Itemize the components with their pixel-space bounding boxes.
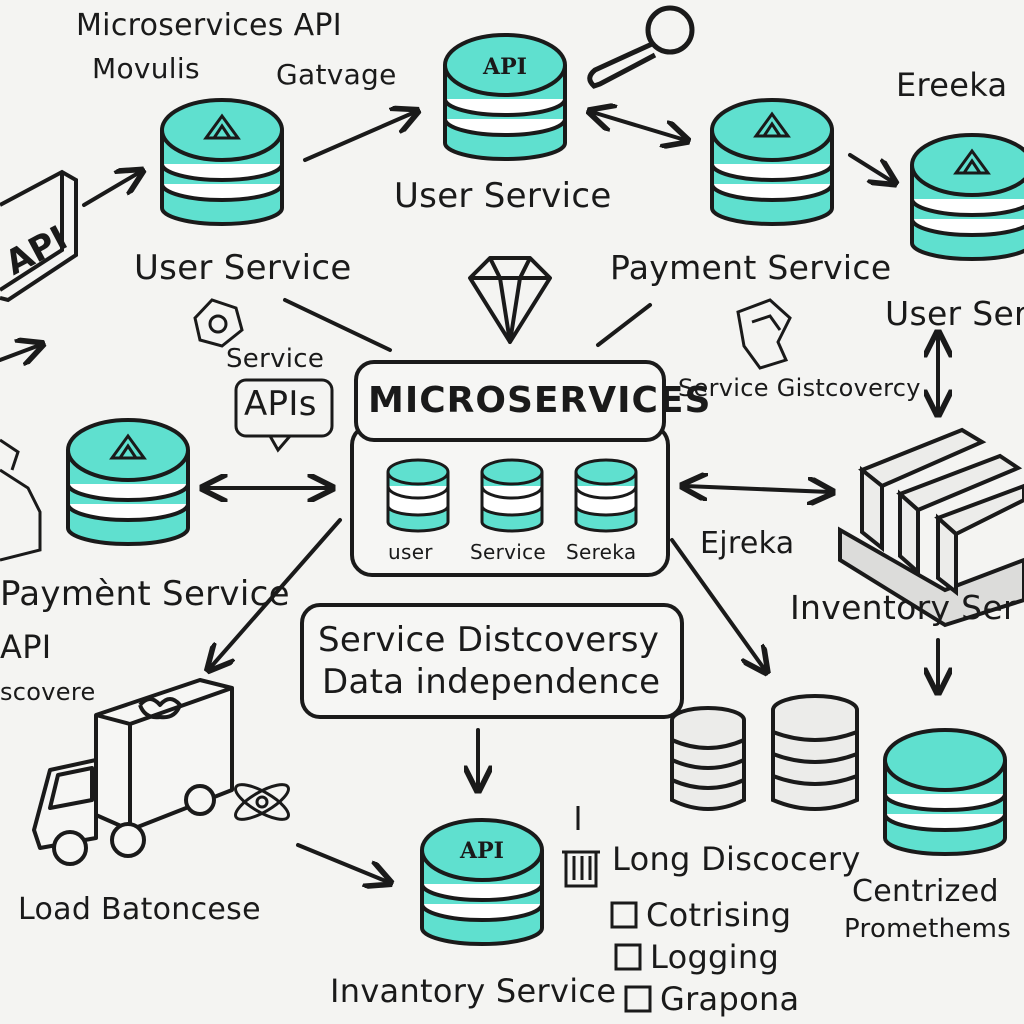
box-left-icon xyxy=(0,438,42,562)
top-title-line-1: Microservices API xyxy=(76,8,342,43)
db-payment-left xyxy=(66,418,190,546)
gateway-label: Gatvage xyxy=(276,58,397,91)
ereka-mid-label: Ejreka xyxy=(700,526,795,561)
checkbox-grapona[interactable] xyxy=(624,985,652,1013)
microservices-title-box xyxy=(354,360,666,442)
coin-stacks-icon xyxy=(670,694,859,811)
truck-icon xyxy=(32,678,234,866)
trash-icon xyxy=(562,806,600,888)
mini-label-user: user xyxy=(388,540,433,564)
db-centralized xyxy=(883,728,1007,856)
db-inventory-api-text: API xyxy=(459,838,504,864)
mini-label-sereka: Sereka xyxy=(566,540,637,564)
service-discovery-right-label: Service Gistcovercy xyxy=(678,374,921,402)
mini-label-service: Service xyxy=(470,540,547,564)
ereka-top-label: Ereeka xyxy=(896,66,1008,104)
checklist-item-logging: Logging xyxy=(650,938,780,976)
connectors xyxy=(0,112,938,882)
inventory-right-label: Inventory Ser xyxy=(790,588,1017,627)
api-bubble-icon xyxy=(234,378,334,453)
service-discovery-box-line-2: Data independence xyxy=(322,662,661,702)
checkbox-cotrising[interactable] xyxy=(610,901,638,929)
mini-db-service xyxy=(480,458,544,533)
microservices-title: MICROSERVICES xyxy=(368,380,712,421)
user-service-left-label: User Service xyxy=(134,248,352,288)
checklist-item-cotrising: Cotrising xyxy=(646,896,792,934)
hand-icon xyxy=(736,298,792,370)
api-sign xyxy=(0,169,78,303)
discovere-left-label: scovere xyxy=(0,678,96,706)
db-ereka xyxy=(910,133,1024,261)
centralized-line-1: Centrized xyxy=(852,874,999,909)
long-discovery-label: Long Discocery xyxy=(612,840,861,878)
search-key-icon xyxy=(587,5,695,89)
centralized-line-2: Promethems xyxy=(844,914,1012,944)
atom-icon xyxy=(234,783,290,821)
user-service-center-label: User Service xyxy=(394,176,612,216)
service-apis-line-1: Service xyxy=(226,344,325,374)
server-rack-icon xyxy=(838,427,1024,628)
payment-service-left-label: Paymènt Service xyxy=(0,574,290,614)
load-balancer-label: Load Batoncese xyxy=(18,892,261,927)
service-discovery-box-line-1: Service Distcoversy xyxy=(318,620,660,660)
db-user-service-left xyxy=(160,98,284,226)
db-payment-top xyxy=(710,98,834,226)
payment-service-right-label: Payment Service xyxy=(610,248,892,287)
user-service-right-label: User Ser xyxy=(885,294,1024,333)
mini-db-sereka xyxy=(574,458,638,533)
db-gateway-api-text: API xyxy=(482,54,527,80)
top-title-line-2: Movulis xyxy=(92,52,200,85)
checklist-item-grapona: Grapona xyxy=(660,980,800,1018)
gear-icon xyxy=(193,298,244,348)
api-left-label: API xyxy=(0,628,52,666)
service-discovery-box xyxy=(300,603,684,719)
diamond-icon xyxy=(468,256,552,344)
service-apis-line-2: APIs xyxy=(244,384,317,424)
mini-db-user xyxy=(386,458,450,533)
inventory-bottom-label: Invantory Service xyxy=(330,972,617,1010)
checkbox-logging[interactable] xyxy=(614,943,642,971)
